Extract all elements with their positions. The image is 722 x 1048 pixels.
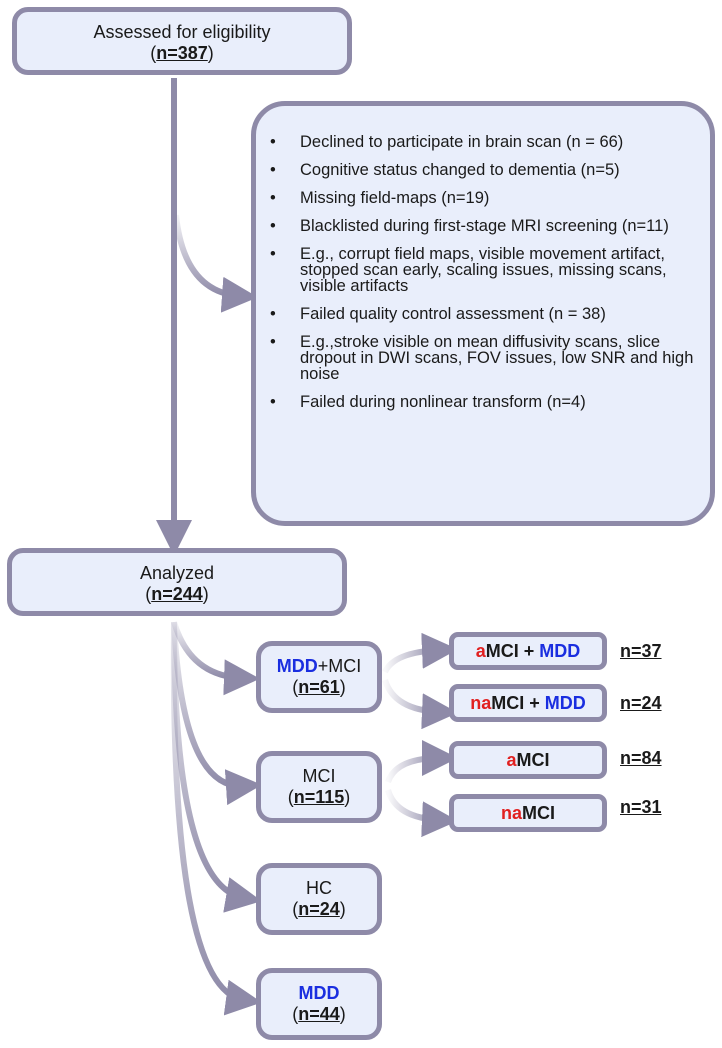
amci-mid: MCI	[516, 750, 550, 770]
amci-mdd-prefix: a	[475, 641, 486, 661]
namci-mdd-count: n=24	[620, 693, 662, 713]
mci-label: MCI	[302, 766, 336, 786]
namci-mdd-mid: MCI +	[491, 693, 545, 713]
mdd-mci-count: n=61	[298, 677, 340, 697]
hc-count: n=24	[298, 899, 340, 919]
arrow-to-amci	[385, 740, 458, 784]
namci-mdd-prefix: na	[470, 693, 492, 713]
arrow-to-namci	[385, 788, 458, 838]
eligibility-box: Assessed for eligibility (n=387)	[12, 7, 352, 75]
exclusion-item: E.g., corrupt field maps, visible moveme…	[270, 246, 694, 295]
exclusion-item: Declined to participate in brain scan (n…	[270, 134, 694, 151]
mdd-mci-label-mci: +MCI	[317, 656, 362, 676]
mdd-mci-label-mdd: MDD	[276, 656, 318, 676]
exclusion-item: Cognitive status changed to dementia (n=…	[270, 162, 694, 179]
mci-count: n=115	[293, 787, 345, 807]
eligibility-count: n=387	[156, 43, 208, 63]
arrow-to-mdd-mci	[171, 621, 260, 696]
exclusion-box: Declined to participate in brain scan (n…	[251, 101, 715, 526]
analyzed-count: n=244	[151, 584, 203, 604]
exclusion-list: Declined to participate in brain scan (n…	[256, 106, 710, 411]
amci-count: n=84	[620, 748, 662, 768]
eligibility-label: Assessed for eligibility	[93, 22, 271, 42]
exclusion-item: Failed quality control assessment (n = 3…	[270, 306, 694, 323]
amci-prefix: a	[506, 750, 517, 770]
amci-mdd-mid: MCI +	[485, 641, 540, 661]
exclusion-item: E.g.,stroke visible on mean diffusivity …	[270, 334, 694, 383]
namci-count: n=31	[620, 797, 662, 817]
exclusion-arrow	[173, 214, 258, 313]
arrow-to-amci-mdd	[382, 632, 458, 674]
namci-mdd-suffix: MDD	[544, 693, 586, 713]
analyzed-box: Analyzed (n=244)	[7, 548, 347, 616]
exclusion-item: Missing field-maps (n=19)	[270, 190, 694, 207]
amci-mdd-box: aMCI + MDD	[449, 632, 607, 670]
mdd-label: MDD	[298, 983, 340, 1003]
hc-label: HC	[306, 878, 332, 898]
amci-mdd-count: n=37	[620, 641, 662, 661]
exclusion-item: Failed during nonlinear transform (n=4)	[270, 394, 694, 411]
exclusion-item: Blacklisted during first-stage MRI scree…	[270, 218, 694, 235]
hc-box: HC (n=24)	[256, 863, 382, 935]
mdd-box: MDD (n=44)	[256, 968, 382, 1040]
amci-box: aMCI	[449, 741, 607, 779]
namci-box: naMCI	[449, 794, 607, 832]
arrow-to-namci-mdd	[382, 678, 458, 730]
arrow-to-mdd	[170, 621, 262, 1016]
analyzed-label: Analyzed	[139, 563, 215, 583]
namci-prefix: na	[500, 803, 522, 823]
mdd-mci-box: MDD+MCI (n=61)	[256, 641, 382, 713]
amci-mdd-suffix: MDD	[539, 641, 581, 661]
mci-box: MCI (n=115)	[256, 751, 382, 823]
namci-mid: MCI	[522, 803, 555, 823]
mdd-count: n=44	[298, 1004, 340, 1024]
namci-mdd-box: naMCI + MDD	[449, 684, 607, 722]
